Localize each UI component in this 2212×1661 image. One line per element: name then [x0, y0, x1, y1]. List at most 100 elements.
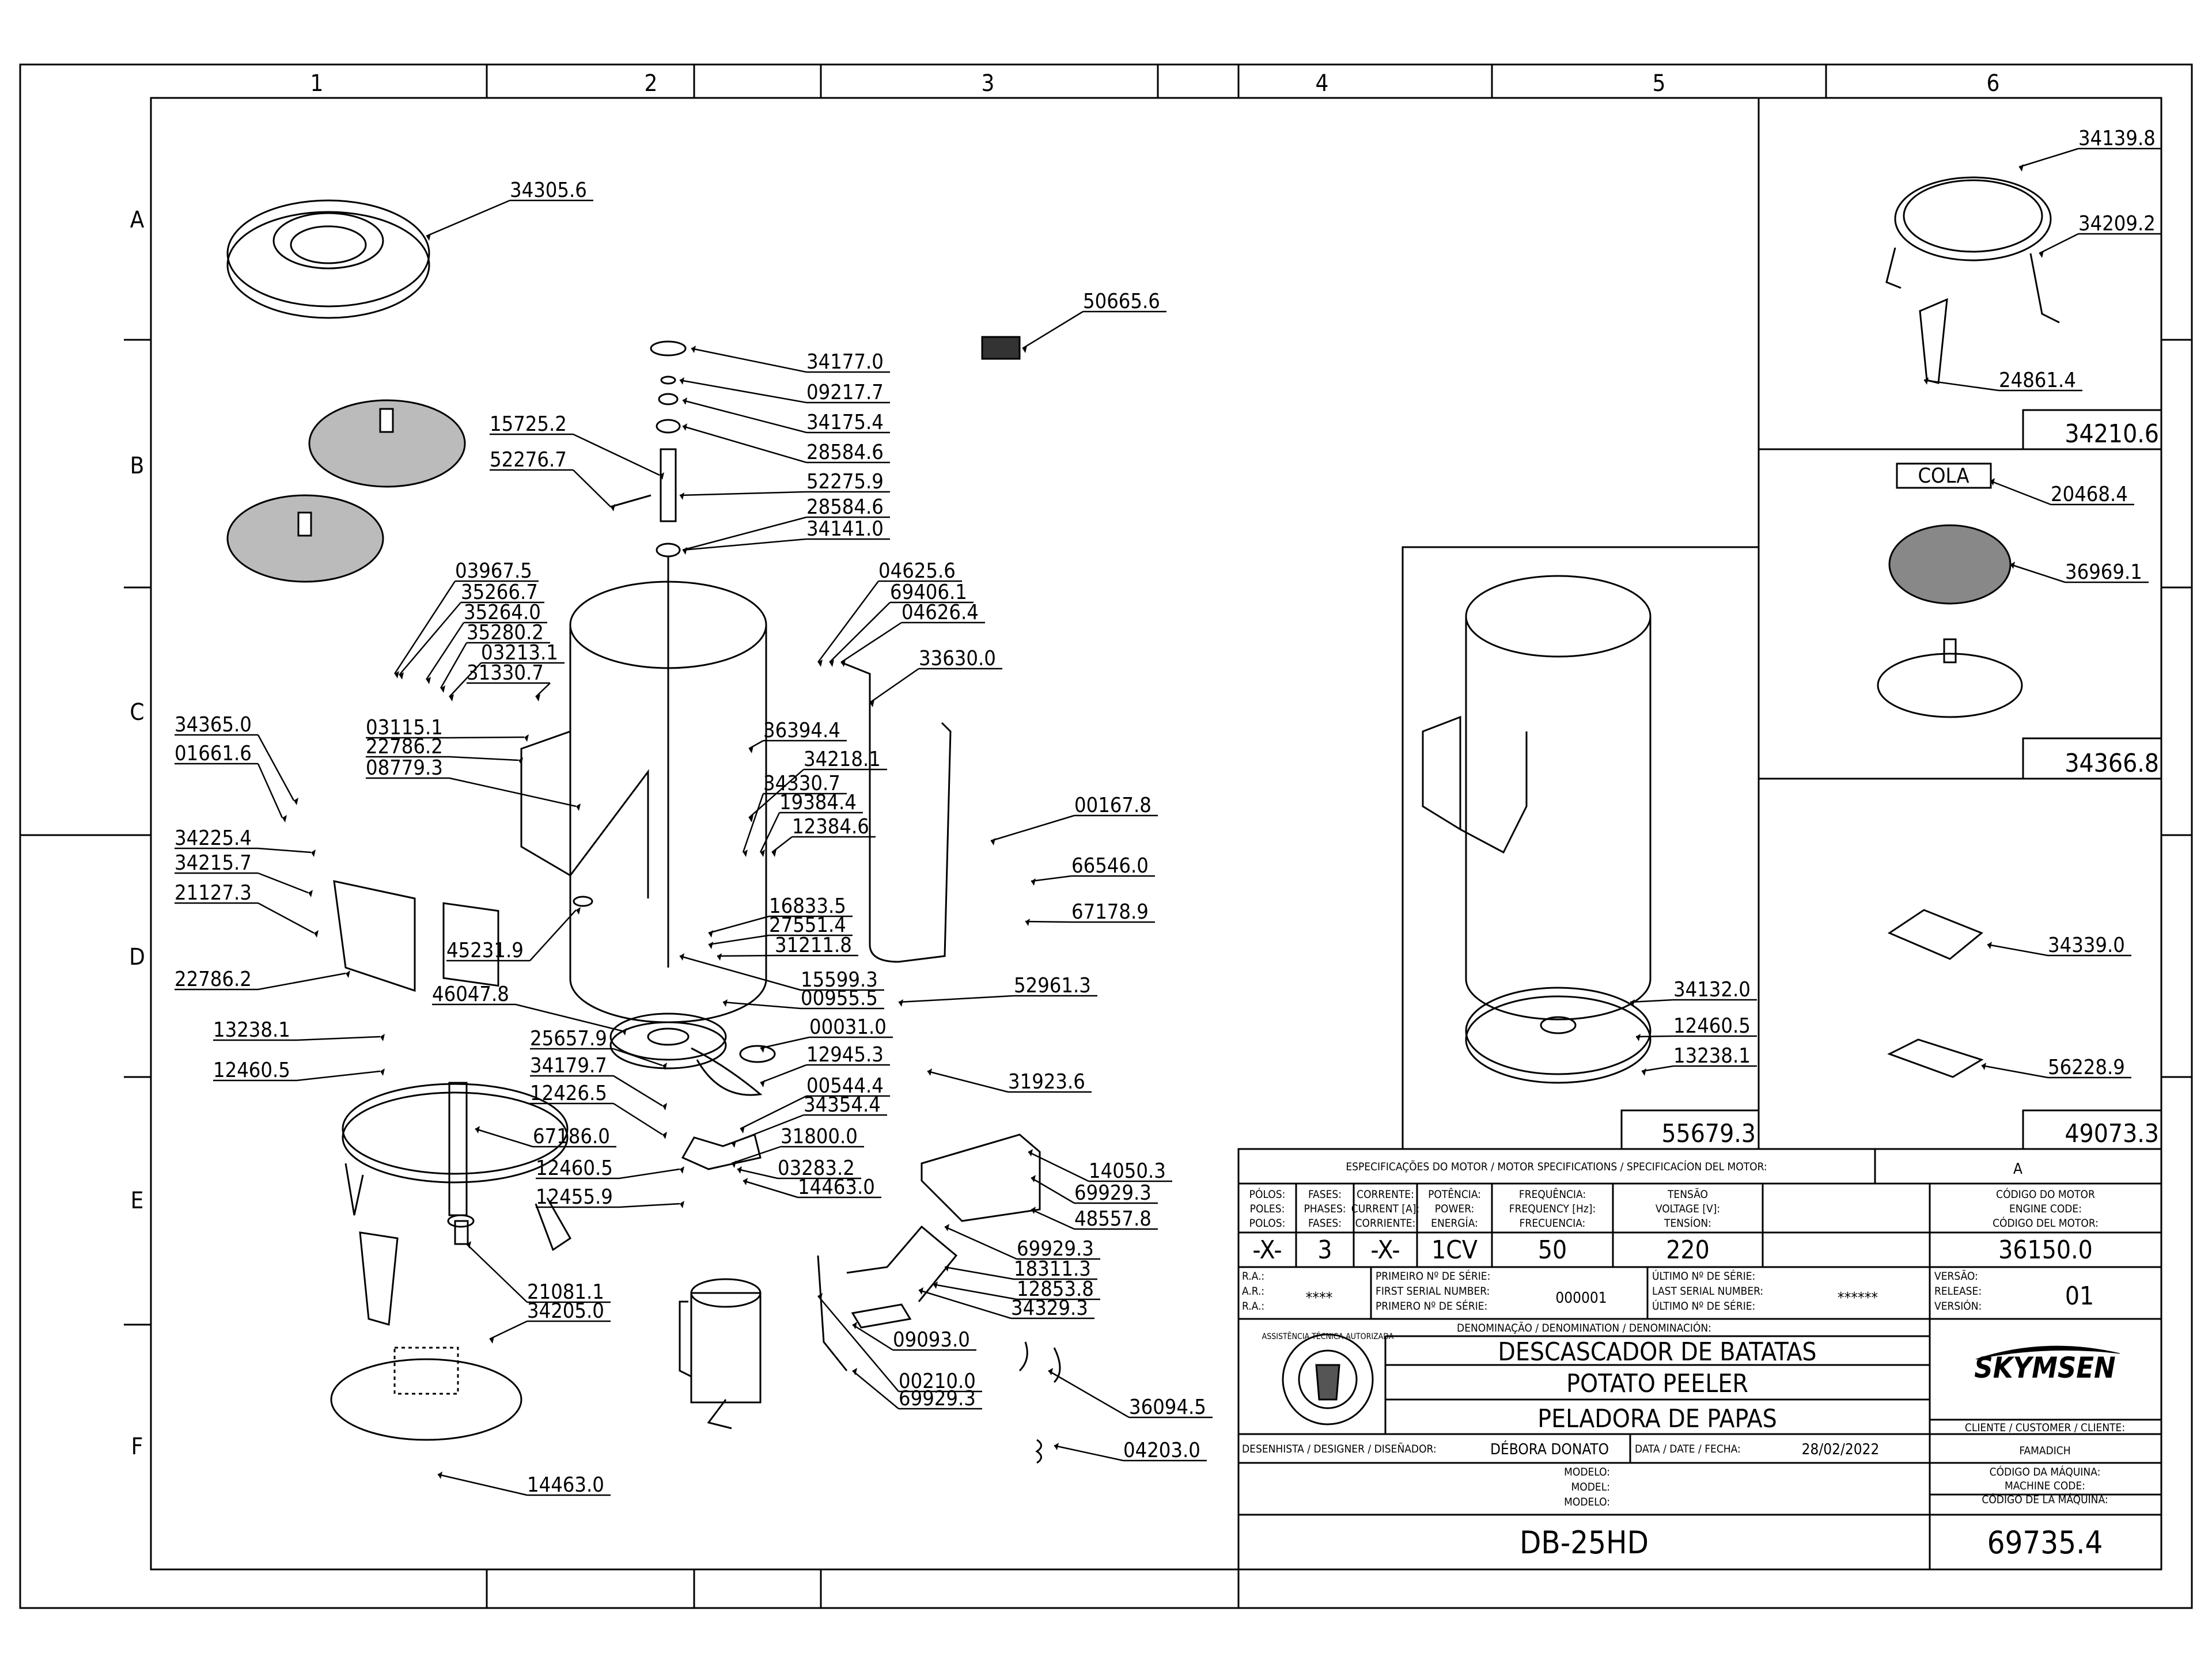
- revision-letter: A: [2013, 1161, 2022, 1178]
- motor-spec-value: -X-: [1252, 1235, 1282, 1265]
- part-number-label: 46047.8: [432, 983, 509, 1006]
- leader-arrowhead: [740, 1126, 745, 1133]
- leader-line: [619, 1203, 680, 1208]
- part-number-label: 34215.7: [175, 851, 252, 875]
- first-serial-label: FIRST SERIAL NUMBER:: [1376, 1285, 1490, 1298]
- leader-line: [393, 581, 456, 674]
- leader-arrowhead: [1054, 1443, 1059, 1450]
- part-number-label: 34305.6: [510, 179, 587, 202]
- grid-row-label: C: [130, 699, 144, 726]
- part-number-label: 12455.9: [536, 1185, 613, 1209]
- grid-col-label: 3: [982, 70, 995, 97]
- electrical-box-drawing: [817, 1133, 1061, 1464]
- leader-line: [852, 1324, 893, 1351]
- leader-arrowhead: [760, 1045, 765, 1053]
- leader-line: [257, 847, 312, 854]
- leader-arrowhead: [395, 671, 399, 678]
- product-name-es: PELADORA DE PAPAS: [1537, 1404, 1777, 1434]
- part-number-label: 03213.1: [481, 641, 558, 665]
- motor-spec-value: -X-: [1370, 1235, 1400, 1265]
- leader-line: [515, 1003, 623, 1032]
- motor-spec-column-head: CURRENT [A]:: [1351, 1203, 1419, 1215]
- part-number-label: 22786.2: [175, 968, 252, 991]
- last-serial-label: ÚLTIMO Nº DE SÉRIE:: [1652, 1269, 1755, 1283]
- leader-arrowhead: [749, 746, 753, 753]
- part-number-label: 31923.6: [1008, 1070, 1085, 1094]
- leader-arrowhead: [490, 1336, 494, 1344]
- leader-line: [2010, 563, 2066, 583]
- leader-line: [1025, 920, 1072, 923]
- version-value: 01: [2065, 1281, 2094, 1311]
- leader-arrowhead: [933, 1281, 938, 1289]
- part-number-label: 12460.5: [213, 1059, 290, 1082]
- date-label: DATA / DATE / FECHA:: [1635, 1443, 1741, 1455]
- leader-line: [708, 934, 770, 946]
- leader-line: [817, 1295, 899, 1392]
- title-block-lines: [1237, 1148, 2162, 1571]
- leader-arrowhead: [991, 838, 995, 845]
- motor-spec-column-head: FASES:: [1308, 1188, 1342, 1201]
- leader-line: [760, 1064, 807, 1084]
- ra-label: R.A.:: [1242, 1270, 1264, 1283]
- leader-line: [933, 1283, 1017, 1300]
- leader-arrowhead: [1031, 1175, 1036, 1182]
- part-number-label: 28584.6: [806, 495, 884, 519]
- part-number-label: 34330.7: [763, 772, 840, 795]
- leader-arrowhead: [311, 850, 316, 857]
- grid-col-label: 5: [1653, 70, 1666, 97]
- leader-arrowhead: [899, 999, 903, 1007]
- version-label: VERSÃO:: [1934, 1269, 1978, 1283]
- part-number-label: 34132.0: [1673, 978, 1751, 1002]
- part-number-label: 09217.7: [806, 381, 884, 404]
- leader-line: [717, 954, 775, 957]
- leader-arrowhead: [308, 890, 313, 897]
- grid-labels: 1 2 3 4 5 6 A B C D E F: [129, 70, 1999, 1460]
- grid-row-label: F: [131, 1434, 143, 1460]
- leader-line: [817, 581, 880, 663]
- part-number-label: 36394.4: [763, 719, 840, 742]
- part-number-label: 48557.8: [1074, 1207, 1152, 1231]
- leader-line: [682, 425, 807, 464]
- motor-spec-column-head: ENGINE CODE:: [2009, 1203, 2082, 1215]
- part-number-label: 28584.6: [806, 441, 884, 464]
- subassembly-number-disc: 34366.8: [2065, 749, 2159, 778]
- leader-line: [829, 602, 891, 663]
- grid-row-label: D: [129, 944, 145, 970]
- motor-spec-column-head: CÓDIGO DEL MOTOR:: [1993, 1216, 2099, 1230]
- leader-line: [399, 602, 461, 676]
- leader-arrowhead: [853, 1368, 857, 1375]
- leader-arrowhead: [1028, 1149, 1033, 1156]
- leader-line: [449, 736, 525, 739]
- model-label: MODELO:: [1564, 1496, 1610, 1508]
- sheet-frame: [19, 63, 2193, 1609]
- leader-arrowhead: [732, 1161, 736, 1168]
- base-ring-drawing: [330, 1082, 571, 1441]
- motor-spec-column-head: PÓLOS:: [1249, 1187, 1286, 1201]
- motor-spec-column-head: FREQUÊNCIA:: [1519, 1188, 1586, 1201]
- part-number-label: 34354.4: [804, 1093, 881, 1117]
- part-number-label: 12945.3: [806, 1043, 884, 1067]
- leader-line: [573, 469, 611, 507]
- part-number-label: 69929.3: [1074, 1181, 1152, 1205]
- part-number-label: 21127.3: [175, 881, 252, 905]
- brand-swoosh: [1975, 1345, 2120, 1360]
- grid-row-label: B: [130, 453, 145, 479]
- mesh-disc-drawing: [1877, 524, 2023, 718]
- leader-line: [852, 1370, 899, 1409]
- machine-code-label: MACHINE CODE:: [2005, 1480, 2085, 1492]
- leader-line: [1990, 480, 2051, 506]
- leader-arrowhead: [426, 677, 431, 684]
- denomination-header: DENOMINAÇÃO / DENOMINATION / DENOMINACIÓ…: [1457, 1321, 1711, 1334]
- part-number-label: 34329.3: [1011, 1296, 1088, 1320]
- leader-line: [1923, 379, 1999, 392]
- leader-line: [740, 1095, 807, 1130]
- part-number-label: 67186.0: [533, 1125, 610, 1148]
- motor-spec-value: 3: [1317, 1235, 1332, 1265]
- leader-line: [619, 1168, 680, 1180]
- leader-line: [722, 1001, 801, 1010]
- title-block: ESPECIFICAÇÕES DO MOTOR / MOTOR SPECIFIC…: [1242, 1160, 2125, 1561]
- part-number-label: 35264.0: [464, 601, 541, 624]
- model-label: MODEL:: [1571, 1481, 1610, 1493]
- part-number-label: 52275.9: [806, 470, 884, 494]
